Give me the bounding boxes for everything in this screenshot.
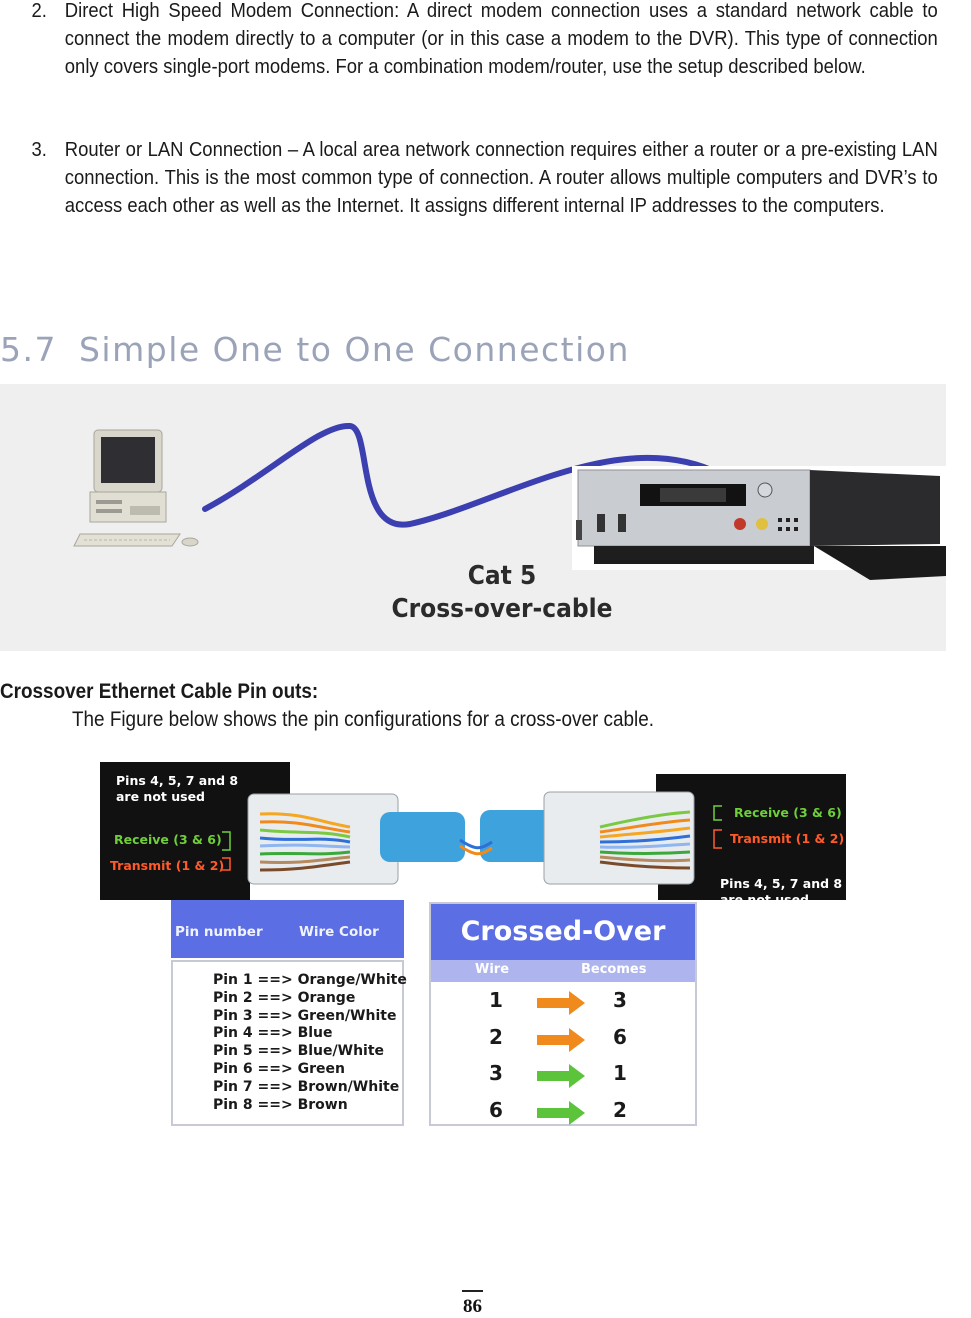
connection-figure: Cat 5 Cross-over-cable (0, 384, 946, 651)
becomes-number: 1 (613, 1061, 627, 1085)
connector-illustration (100, 762, 846, 900)
cat5-cable (202, 422, 723, 528)
becomes-number: 3 (613, 988, 627, 1012)
pin-row: Pin 8 ==> Brown (213, 1096, 348, 1113)
page-number-rule (462, 1290, 483, 1292)
list-number: 2. (31, 0, 47, 22)
wire-number: 1 (489, 988, 503, 1012)
pin-number-header: Pin number (175, 924, 263, 940)
crossed-over-subheader: Wire Becomes (431, 960, 695, 982)
wire-header: Wire (475, 962, 510, 977)
right-unused-label-line1: Pins 4, 5, 7 and 8 (720, 876, 843, 891)
left-transmit-label: Transmit (1 & 2) (110, 858, 225, 873)
pin-row: Pin 5 ==> Blue/White (213, 1043, 385, 1060)
crossover-diagram: Pins 4, 5, 7 and 8 are not used Receive … (100, 762, 846, 907)
dvr-icon (572, 466, 946, 580)
arrow-right-icon (537, 1027, 585, 1052)
computer-icon (73, 429, 199, 547)
becomes-number: 6 (613, 1024, 627, 1049)
pin-row: Pin 1 ==> Orange/White (213, 972, 407, 988)
right-receive-label: Receive (3 & 6) (734, 805, 842, 820)
wire-color-header: Wire Color (299, 924, 379, 940)
list-text: Router or LAN Connection – A local area … (64, 138, 938, 217)
wire-number: 6 (489, 1097, 503, 1122)
becomes-number: 2 (613, 1097, 627, 1122)
section-title: Simple One to One Connection (78, 330, 630, 369)
becomes-header: Becomes (581, 962, 647, 977)
right-unused-label-line2: are not used (720, 892, 810, 907)
pin-row: Pin 4 ==> Blue (213, 1025, 333, 1042)
pin-row: Pin 7 ==> Brown/White (213, 1078, 400, 1095)
cable-caption-line1: Cat 5 (467, 561, 537, 591)
pin-table-header: Pin number Wire Color (171, 900, 404, 958)
arrow-right-icon (537, 991, 585, 1015)
left-unused-label-line2: are not used (116, 789, 206, 804)
pin-row: Pin 3 ==> Green/White (213, 1007, 397, 1024)
crossover-description: The Figure below shows the pin configura… (72, 708, 654, 731)
section-number: 5.7 (0, 330, 57, 369)
section-heading: 5.7 Simple One to One Connection (0, 330, 630, 369)
right-transmit-label: Transmit (1 & 2) (730, 831, 845, 846)
list-text: Direct High Speed Modem Connection: A di… (64, 0, 938, 78)
arrow-right-icon (537, 1064, 585, 1088)
wire-number: 3 (489, 1061, 503, 1085)
arrow-right-icon (537, 1100, 585, 1125)
crossed-over-title: Crossed-Over (431, 904, 695, 960)
left-unused-label-line1: Pins 4, 5, 7 and 8 (116, 773, 239, 788)
pin-row: Pin 2 ==> Orange (213, 989, 356, 1006)
wire-number: 2 (489, 1024, 503, 1049)
crossover-heading: Crossover Ethernet Cable Pin outs: (0, 680, 319, 703)
page-number: 86 (463, 1296, 482, 1317)
list-number: 3. (31, 138, 47, 161)
left-receive-label: Receive (3 & 6) (114, 832, 222, 847)
pin-row: Pin 6 ==> Green (213, 1061, 345, 1077)
connection-illustration (73, 422, 946, 580)
cable-caption-line2: Cross-over-cable (391, 594, 613, 624)
